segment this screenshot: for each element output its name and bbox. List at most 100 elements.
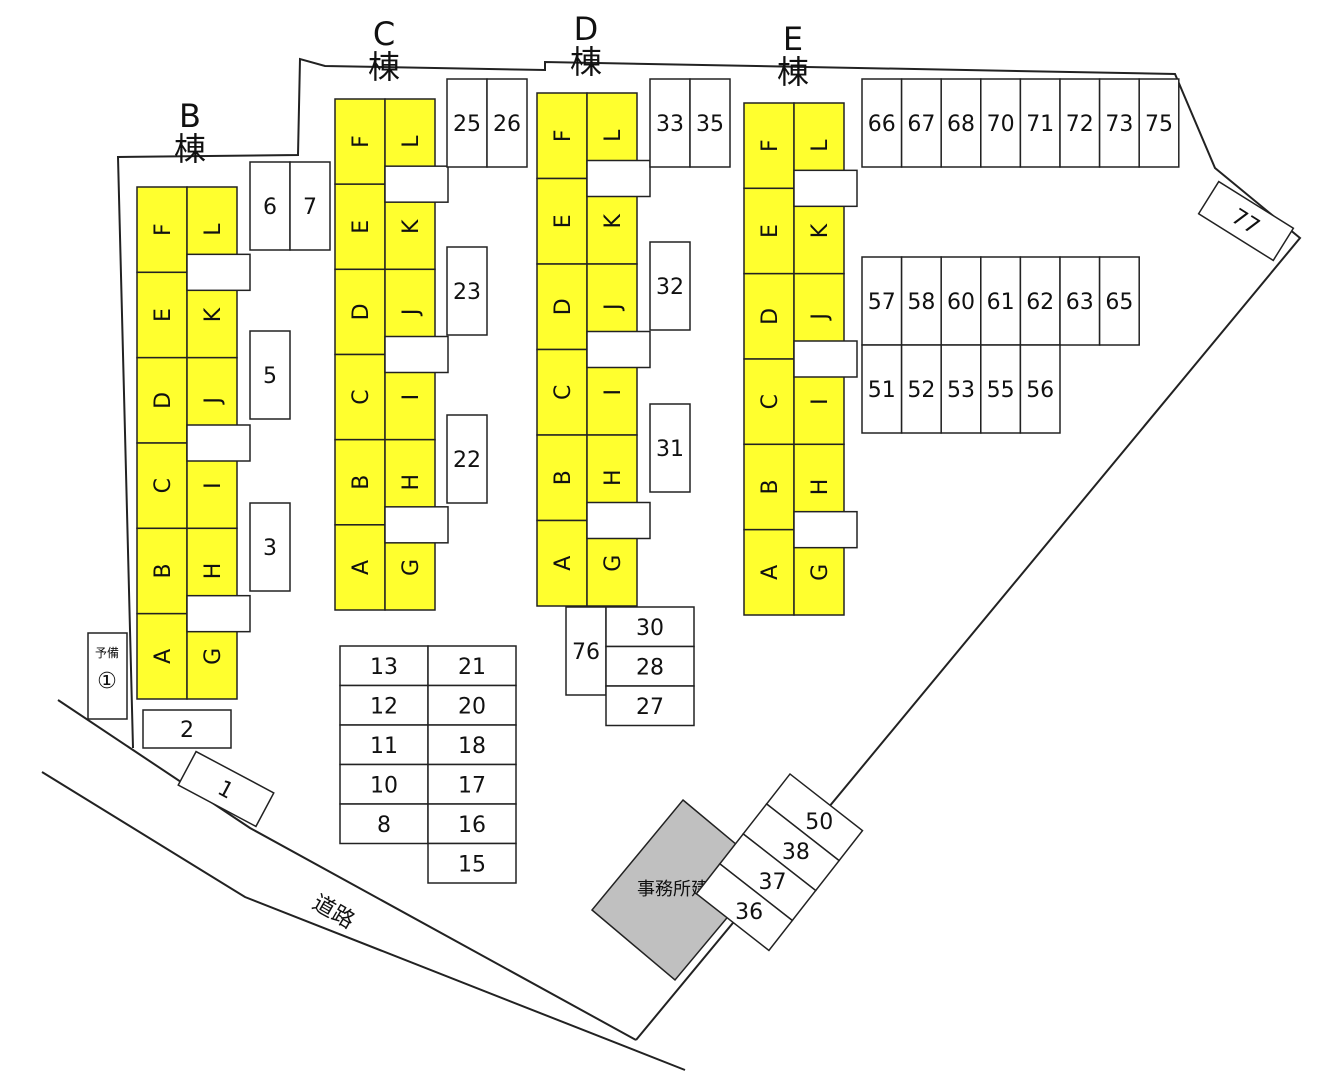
slot-23[interactable]: 23 xyxy=(446,246,488,336)
unit-letter: I xyxy=(399,394,424,401)
slot-75[interactable]: 75 xyxy=(1138,78,1180,168)
slot-7[interactable]: 7 xyxy=(289,161,331,251)
slot-number: 61 xyxy=(987,290,1015,315)
slot-6[interactable]: 6 xyxy=(249,161,291,251)
slot-70[interactable]: 70 xyxy=(980,78,1022,168)
slot-3[interactable]: 3 xyxy=(249,502,291,592)
unit-letter: H xyxy=(201,563,226,580)
unit-e-a[interactable]: A xyxy=(743,528,795,616)
slot-56[interactable]: 56 xyxy=(1019,344,1061,434)
slot-71[interactable]: 71 xyxy=(1019,78,1061,168)
slot-35[interactable]: 35 xyxy=(689,78,731,168)
unit-c-a[interactable]: A xyxy=(334,524,386,611)
slot-57[interactable]: 57 xyxy=(861,256,903,346)
unit-c-c[interactable]: C xyxy=(334,353,386,441)
slot-number: 72 xyxy=(1066,112,1094,137)
slot-52[interactable]: 52 xyxy=(900,344,942,434)
slot-21[interactable]: 21 xyxy=(427,645,517,687)
unit-letter: E xyxy=(151,308,176,322)
slot-65[interactable]: 65 xyxy=(1098,256,1140,346)
unit-e-f[interactable]: F xyxy=(743,102,795,190)
slot-12[interactable]: 12 xyxy=(339,684,429,726)
unit-d-f[interactable]: F xyxy=(536,92,588,180)
slot-2[interactable]: 2 xyxy=(142,709,232,749)
slot-25[interactable]: 25 xyxy=(446,78,488,168)
slot-31[interactable]: 31 xyxy=(649,403,691,493)
slot-number: 35 xyxy=(696,112,724,137)
slot-37[interactable]: 37 xyxy=(718,832,817,922)
unit-b-d[interactable]: D xyxy=(136,356,188,444)
slot-number: 2 xyxy=(180,718,194,743)
slot-66[interactable]: 66 xyxy=(861,78,903,168)
slot-30[interactable]: 30 xyxy=(605,606,695,648)
unit-c-e[interactable]: E xyxy=(334,183,386,271)
slot-18[interactable]: 18 xyxy=(427,724,517,766)
slot-8[interactable]: 8 xyxy=(339,803,429,845)
slot-61[interactable]: 61 xyxy=(980,256,1022,346)
slot-26[interactable]: 26 xyxy=(486,78,528,168)
slot-number: 18 xyxy=(458,734,486,759)
unit-b-a[interactable]: A xyxy=(136,612,188,700)
slot-55[interactable]: 55 xyxy=(980,344,1022,434)
slot-27[interactable]: 27 xyxy=(605,685,695,727)
slot-16[interactable]: 16 xyxy=(427,803,517,845)
slot-58[interactable]: 58 xyxy=(900,256,942,346)
property-boundary xyxy=(116,57,1302,1041)
slot-20[interactable]: 20 xyxy=(427,684,517,726)
slot-72[interactable]: 72 xyxy=(1059,78,1101,168)
unit-b-f[interactable]: F xyxy=(136,186,188,274)
unit-b-e[interactable]: E xyxy=(136,271,188,359)
slot-number: 25 xyxy=(453,112,481,137)
unit-d-e[interactable]: E xyxy=(536,177,588,265)
slot-number: 60 xyxy=(947,290,975,315)
unit-b-c[interactable]: C xyxy=(136,442,188,530)
spare-slot[interactable]: 予備 ① xyxy=(87,632,128,720)
slot-11[interactable]: 11 xyxy=(339,724,429,766)
unit-e-c[interactable]: C xyxy=(743,358,795,446)
slot-13[interactable]: 13 xyxy=(339,645,429,687)
slot-1[interactable]: 1 xyxy=(177,750,275,828)
unit-e-e[interactable]: E xyxy=(743,187,795,275)
slot-10[interactable]: 10 xyxy=(339,763,429,805)
slot-53[interactable]: 53 xyxy=(940,344,982,434)
unit-c-b[interactable]: B xyxy=(334,438,386,526)
unit-e-b[interactable]: B xyxy=(743,443,795,531)
unit-letter: B xyxy=(758,479,783,494)
slot-60[interactable]: 60 xyxy=(940,256,982,346)
unit-letter: G xyxy=(808,564,833,581)
slot-number: 56 xyxy=(1026,378,1054,403)
slot-77[interactable]: 77 xyxy=(1197,180,1295,262)
slot-number: 51 xyxy=(868,378,896,403)
slot-number: 23 xyxy=(453,280,481,305)
unit-d-b[interactable]: B xyxy=(536,434,588,522)
unit-d-c[interactable]: C xyxy=(536,348,588,436)
unit-e-d[interactable]: D xyxy=(743,272,795,360)
slot-73[interactable]: 73 xyxy=(1098,78,1140,168)
unit-d-d[interactable]: D xyxy=(536,263,588,351)
unit-b-b[interactable]: B xyxy=(136,527,188,615)
slot-36[interactable]: 36 xyxy=(695,862,794,952)
slot-number: 31 xyxy=(656,437,684,462)
slot-32[interactable]: 32 xyxy=(649,241,691,331)
slot-17[interactable]: 17 xyxy=(427,763,517,805)
slot-62[interactable]: 62 xyxy=(1019,256,1061,346)
unit-letter: I xyxy=(201,482,226,489)
slot-5[interactable]: 5 xyxy=(249,330,291,420)
slot-63[interactable]: 63 xyxy=(1059,256,1101,346)
slot-28[interactable]: 28 xyxy=(605,645,695,687)
unit-c-f[interactable]: F xyxy=(334,98,386,185)
slot-22[interactable]: 22 xyxy=(446,414,488,504)
building-title-kanji: 棟 xyxy=(368,48,400,86)
slot-68[interactable]: 68 xyxy=(940,78,982,168)
slot-15[interactable]: 15 xyxy=(427,842,517,884)
unit-d-a[interactable]: A xyxy=(536,519,588,607)
slot-51[interactable]: 51 xyxy=(861,344,903,434)
unit-c-d[interactable]: D xyxy=(334,268,386,356)
building-title-kanji: 棟 xyxy=(777,53,809,91)
slot-number: 12 xyxy=(370,694,398,719)
unit-letter: B xyxy=(151,563,176,578)
slot-76[interactable]: 76 xyxy=(565,606,607,696)
slot-67[interactable]: 67 xyxy=(900,78,942,168)
slot-33[interactable]: 33 xyxy=(649,78,691,168)
